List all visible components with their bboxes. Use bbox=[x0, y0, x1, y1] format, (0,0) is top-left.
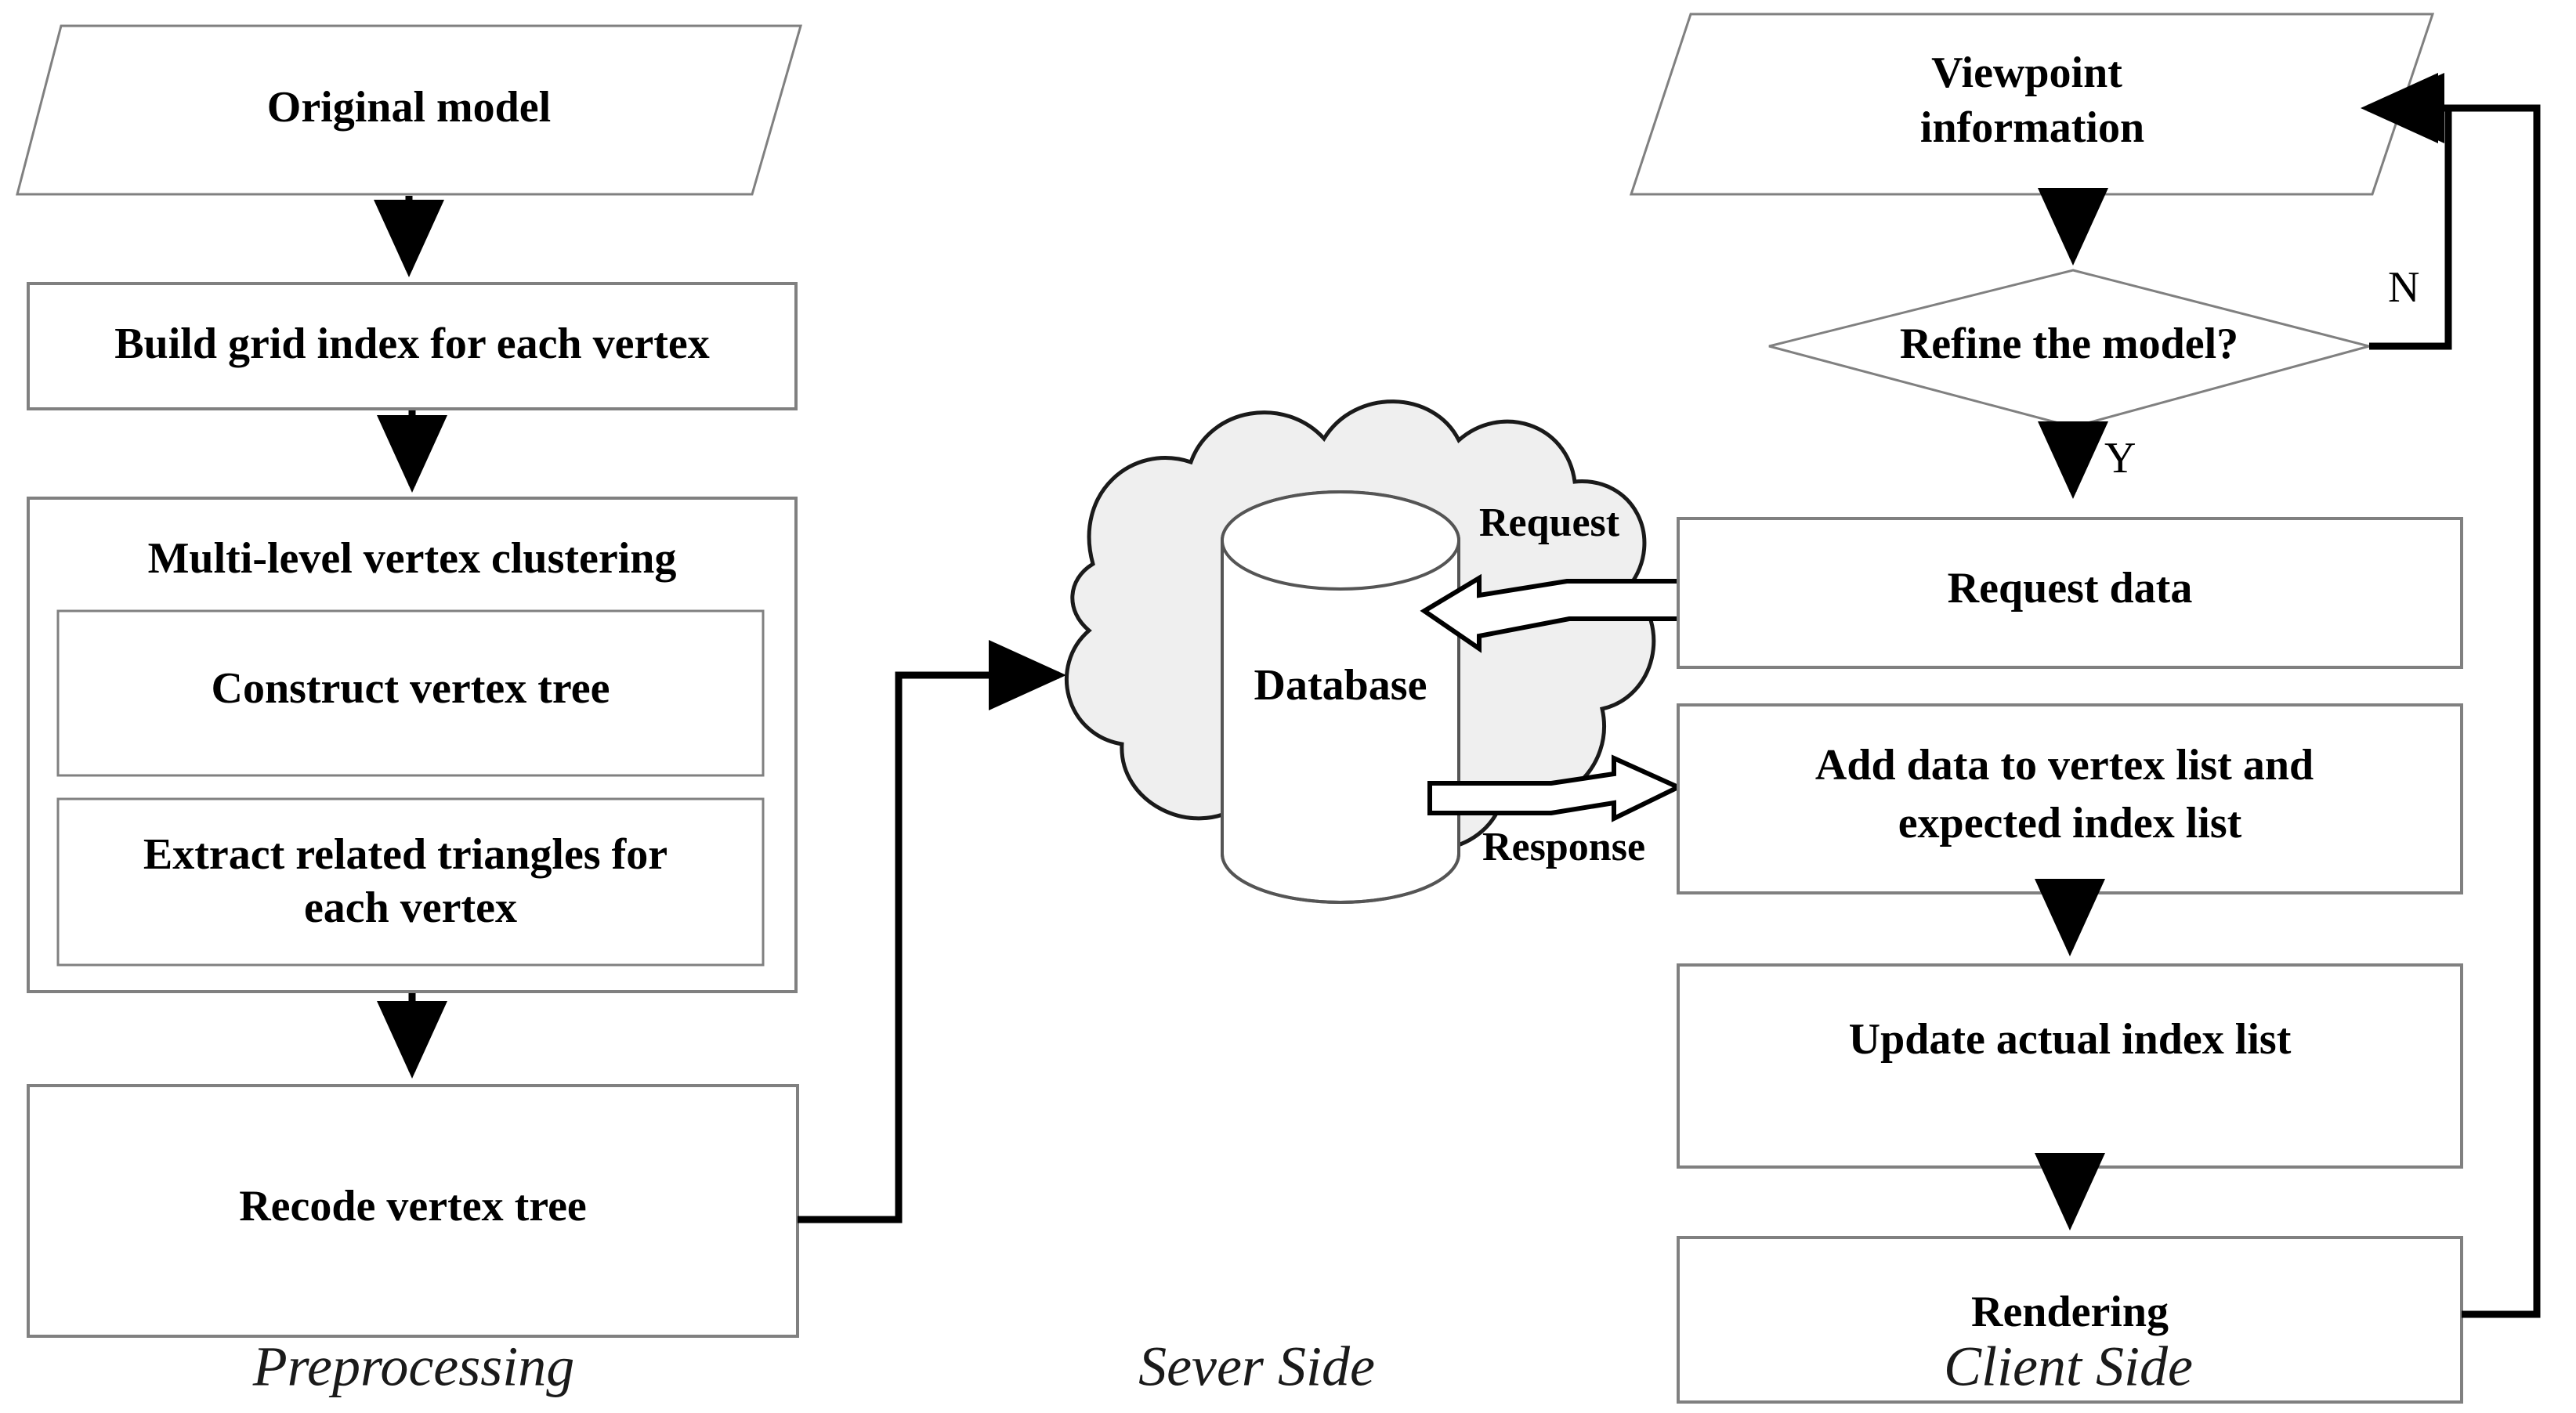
node-server-cloud[interactable]: Database bbox=[1064, 399, 1656, 904]
node-original-model[interactable]: Original model bbox=[16, 24, 802, 196]
node-construct-vertex-tree-label: Construct vertex tree bbox=[212, 664, 610, 713]
node-viewpoint-information[interactable]: Viewpoint information bbox=[1629, 13, 2435, 196]
lane-label-preprocessing: Preprocessing bbox=[252, 1335, 575, 1398]
edge-no-branch-label: N bbox=[2388, 263, 2419, 312]
node-update-index-label: Update actual index list bbox=[1849, 1015, 2292, 1064]
node-extract-triangles-label: Extract related triangles for each verte… bbox=[143, 830, 678, 932]
edge-response-arrow bbox=[1427, 754, 1684, 822]
node-refine-decision[interactable]: Refine the model? bbox=[1768, 269, 2374, 428]
node-refine-decision-label: Refine the model? bbox=[1900, 320, 2238, 368]
node-multilevel-clustering-label: Multi-level vertex clustering bbox=[148, 534, 677, 583]
node-update-index[interactable]: Update actual index list bbox=[1677, 963, 2463, 1169]
node-request-data[interactable]: Request data bbox=[1677, 517, 2463, 669]
edge-request-label: Request bbox=[1479, 501, 1620, 545]
node-build-grid-index-label: Build grid index for each vertex bbox=[114, 320, 710, 368]
node-viewpoint-information-label: Viewpoint information bbox=[1920, 49, 2144, 152]
node-request-data-label: Request data bbox=[1948, 564, 2193, 613]
node-add-data[interactable]: Add data to vertex list and expected ind… bbox=[1677, 703, 2463, 894]
edge-recode-to-database bbox=[798, 640, 1066, 1223]
edge-rendering-feedback bbox=[2367, 73, 2541, 1318]
node-database-label: Database bbox=[1254, 661, 1427, 710]
node-extract-triangles[interactable]: Extract related triangles for each verte… bbox=[56, 797, 765, 967]
edge-yes-branch-label: Y bbox=[2104, 434, 2136, 482]
node-rendering[interactable]: Rendering bbox=[1677, 1236, 2463, 1404]
node-rendering-label: Rendering bbox=[1971, 1288, 2169, 1336]
node-recode-vertex-tree-label: Recode vertex tree bbox=[239, 1182, 587, 1231]
node-build-grid-index[interactable]: Build grid index for each vertex bbox=[27, 282, 798, 410]
node-construct-vertex-tree[interactable]: Construct vertex tree bbox=[56, 609, 765, 777]
lane-label-server: Sever Side bbox=[1138, 1335, 1375, 1398]
node-recode-vertex-tree[interactable]: Recode vertex tree bbox=[27, 1084, 799, 1338]
lane-label-client: Client Side bbox=[1944, 1335, 2193, 1398]
node-add-data-label: Add data to vertex list and expected ind… bbox=[1815, 741, 2325, 847]
edge-response-label: Response bbox=[1482, 825, 1645, 869]
node-original-model-label: Original model bbox=[267, 83, 551, 132]
